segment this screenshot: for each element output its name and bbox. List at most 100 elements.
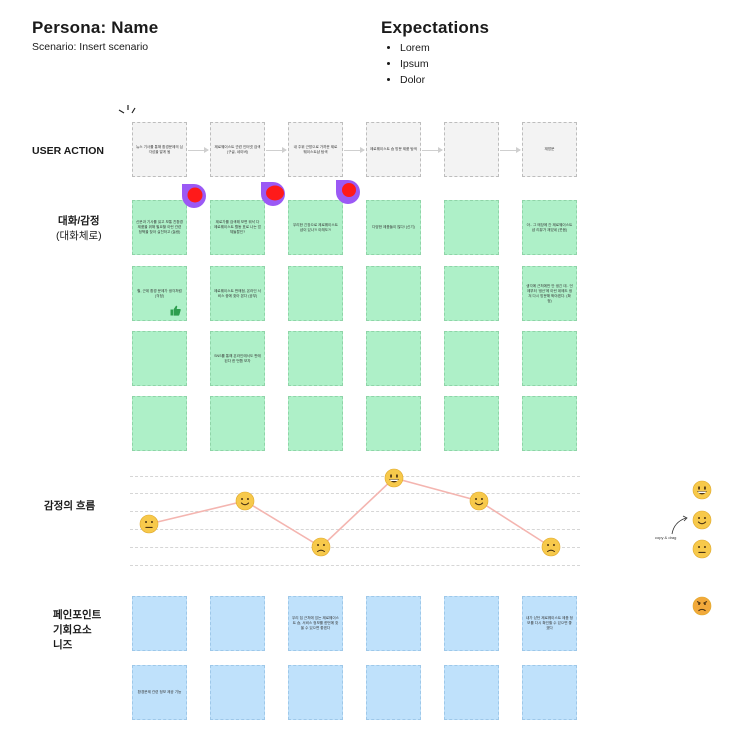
emotion-point-grin-icon[interactable] bbox=[384, 468, 404, 488]
emotion-point-frown-icon[interactable] bbox=[541, 537, 561, 557]
row-label-line: 니즈 bbox=[53, 639, 73, 651]
pain-point-card[interactable]: 우리 집 근처에 있는 제로웨이스트 숍, 서비스 정보를 한번에 찾을 수 있… bbox=[288, 596, 343, 651]
row-label-pain: 페인포인트 기회요소 니즈 bbox=[53, 608, 101, 653]
legend-smile-face-icon[interactable] bbox=[692, 510, 712, 530]
legend-angry-face-icon[interactable] bbox=[692, 596, 712, 616]
emotion-point-neutral-icon[interactable] bbox=[139, 514, 159, 534]
card-text: 다양한 제품들이 많다! (신기) bbox=[372, 225, 415, 229]
grid-line bbox=[130, 565, 580, 566]
card-text: 제로가를 검색해 보면 워낙 다 제로웨이스트 활동 표로 나는 업체들뿐인? bbox=[214, 220, 261, 234]
row-label-line: 페인포인트 bbox=[53, 609, 102, 621]
conversation-card[interactable]: SNS를 통해 온라인에서도 판매된다 한 번쯤 보자 bbox=[210, 331, 265, 386]
conversation-card[interactable] bbox=[366, 266, 421, 321]
conversation-card[interactable] bbox=[366, 396, 421, 451]
conversation-card[interactable] bbox=[444, 331, 499, 386]
pain-point-card[interactable] bbox=[288, 665, 343, 720]
conversation-card[interactable]: 제로가를 검색해 보면 워낙 다 제로웨이스트 활동 표로 나는 업체들뿐인? bbox=[210, 200, 265, 255]
conversation-card[interactable] bbox=[288, 331, 343, 386]
action-card[interactable]: 내 주위 근방으로 가까운 제로 웨이스트샵 탐색 bbox=[288, 122, 343, 177]
flow-arrow bbox=[266, 147, 287, 153]
expectations-title: Expectations bbox=[381, 18, 490, 37]
comment-marker-icon[interactable] bbox=[258, 180, 288, 208]
row-label-line: (대화체로) bbox=[56, 230, 102, 242]
thumbs-up-icon bbox=[170, 305, 181, 316]
conversation-card[interactable]: 생각에 근처에만 안 생긴 데.. 언제부터 '생산'에 이런 데에도 생겨 다… bbox=[522, 266, 577, 321]
flow-arrow bbox=[422, 147, 443, 153]
pain-point-card[interactable] bbox=[210, 596, 265, 651]
flow-arrow bbox=[344, 147, 365, 153]
scenario-text: Scenario: Insert scenario bbox=[32, 41, 149, 53]
conversation-card[interactable] bbox=[444, 200, 499, 255]
pain-point-card[interactable]: 내가 샀던 제로웨이스트 제품 정보를 다시 확인할 수 있으면 좋겠다 bbox=[522, 596, 577, 651]
pain-point-card[interactable] bbox=[210, 665, 265, 720]
emotion-point-frown-icon[interactable] bbox=[311, 537, 331, 557]
legend-grin-face-icon[interactable] bbox=[692, 480, 712, 500]
row-label-user-action: USER ACTION bbox=[32, 145, 104, 157]
conversation-card[interactable] bbox=[522, 396, 577, 451]
action-card[interactable]: 제로웨이스트 관련 인터넷 검색 (구글, 네이버) bbox=[210, 122, 265, 177]
card-text: 신문과 기사를 읽고 보통 친환경제품을 위해 필요할 이런 관련 정책을 찾아… bbox=[136, 220, 183, 234]
flow-arrow bbox=[500, 147, 521, 153]
conversation-card[interactable] bbox=[210, 396, 265, 451]
sparkle-icon bbox=[118, 105, 136, 114]
grid-line bbox=[130, 476, 580, 477]
curved-arrow-icon bbox=[671, 515, 688, 535]
emotion-line bbox=[148, 477, 552, 548]
conversation-card[interactable]: 아.. 그 매장에 간 제로웨이스트 샵 리뷰가 재밌네 (웃음) bbox=[522, 200, 577, 255]
card-text: 무리한 긴장으로 제로웨이스트 샵이 있나?! 이래도?! bbox=[293, 222, 338, 232]
card-text: 생각에 근처에만 안 생긴 데.. 언제부터 '생산'에 이런 데에도 생겨 다… bbox=[526, 283, 573, 303]
legend-neutral-face-icon[interactable] bbox=[692, 539, 712, 559]
row-label-line: 대화/감정 bbox=[58, 215, 100, 227]
copy-drag-note: copy & drag bbox=[655, 535, 677, 540]
persona-title: Persona: Name bbox=[32, 18, 159, 37]
conversation-card[interactable] bbox=[132, 331, 187, 386]
card-text: 제로웨이스트 숍 방문 제품 탐색 bbox=[370, 147, 417, 151]
conversation-card[interactable] bbox=[132, 396, 187, 451]
flow-arrow bbox=[188, 147, 209, 153]
grid-line bbox=[130, 547, 580, 548]
emoji-legend bbox=[692, 480, 712, 616]
pain-point-card[interactable] bbox=[366, 665, 421, 720]
card-text: SNS를 통해 온라인에서도 판매된다 한 번쯤 보자 bbox=[214, 353, 261, 363]
pain-point-card[interactable] bbox=[522, 665, 577, 720]
conversation-card[interactable]: 신문과 기사를 읽고 보통 친환경제품을 위해 필요할 이런 관련 정책을 찾아… bbox=[132, 200, 187, 255]
comment-marker-icon[interactable] bbox=[334, 178, 362, 206]
conversation-card[interactable] bbox=[444, 266, 499, 321]
card-text: 내가 샀던 제로웨이스트 제품 정보를 다시 확인할 수 있으면 좋겠다 bbox=[526, 616, 573, 630]
action-card[interactable] bbox=[444, 122, 499, 177]
pain-point-card[interactable]: 환경문제 관련 정보 제공 기능 bbox=[132, 665, 187, 720]
pain-point-card[interactable] bbox=[132, 596, 187, 651]
emotion-point-smile-icon[interactable] bbox=[469, 491, 489, 511]
pain-point-card[interactable] bbox=[444, 665, 499, 720]
conversation-card[interactable] bbox=[288, 266, 343, 321]
pain-point-card[interactable] bbox=[366, 596, 421, 651]
conversation-card[interactable] bbox=[288, 396, 343, 451]
conversation-card[interactable]: 무리한 긴장으로 제로웨이스트 샵이 있나?! 이래도?! bbox=[288, 200, 343, 255]
card-text: 뉴스 기사를 통해 환경문제의 심각성을 알게 됨 bbox=[136, 144, 183, 154]
action-card[interactable]: 뉴스 기사를 통해 환경문제의 심각성을 알게 됨 bbox=[132, 122, 187, 177]
card-text: 우리 집 근처에 있는 제로웨이스트 숍, 서비스 정보를 한번에 찾을 수 있… bbox=[292, 616, 339, 630]
expectation-item: Ipsum bbox=[400, 56, 430, 72]
action-card[interactable]: 재방문 bbox=[522, 122, 577, 177]
pain-point-card[interactable] bbox=[444, 596, 499, 651]
conversation-card[interactable]: 제로웨이스트 판매점, 온라인 서비스 중에 찾아 본다 (공부) bbox=[210, 266, 265, 321]
conversation-card[interactable] bbox=[444, 396, 499, 451]
expectations-list: Lorem Ipsum Dolor bbox=[382, 40, 430, 88]
card-text: 제로웨이스트 판매점, 온라인 서비스 중에 찾아 본다 (공부) bbox=[214, 288, 261, 298]
conversation-card[interactable] bbox=[522, 331, 577, 386]
card-text: 제로웨이스트 관련 인터넷 검색 (구글, 네이버) bbox=[214, 144, 261, 154]
card-text: 아.. 그 매장에 간 제로웨이스트 샵 리뷰가 재밌네 (웃음) bbox=[526, 222, 573, 232]
expectation-item: Dolor bbox=[400, 72, 430, 88]
card-text: 헐, 근데 환경 문제가 생각처럼 (걱정) bbox=[137, 288, 182, 298]
action-card[interactable]: 제로웨이스트 숍 방문 제품 탐색 bbox=[366, 122, 421, 177]
grid-line bbox=[130, 511, 580, 512]
conversation-card[interactable] bbox=[366, 331, 421, 386]
emotion-point-smile-icon[interactable] bbox=[235, 491, 255, 511]
card-text: 환경문제 관련 정보 제공 기능 bbox=[137, 690, 182, 694]
row-label-line: 기회요소 bbox=[53, 624, 92, 636]
row-label-conversation: 대화/감정 (대화체로) bbox=[56, 214, 102, 244]
grid-line bbox=[130, 529, 580, 530]
conversation-card[interactable]: 다양한 제품들이 많다! (신기) bbox=[366, 200, 421, 255]
comment-marker-icon[interactable] bbox=[180, 182, 208, 210]
